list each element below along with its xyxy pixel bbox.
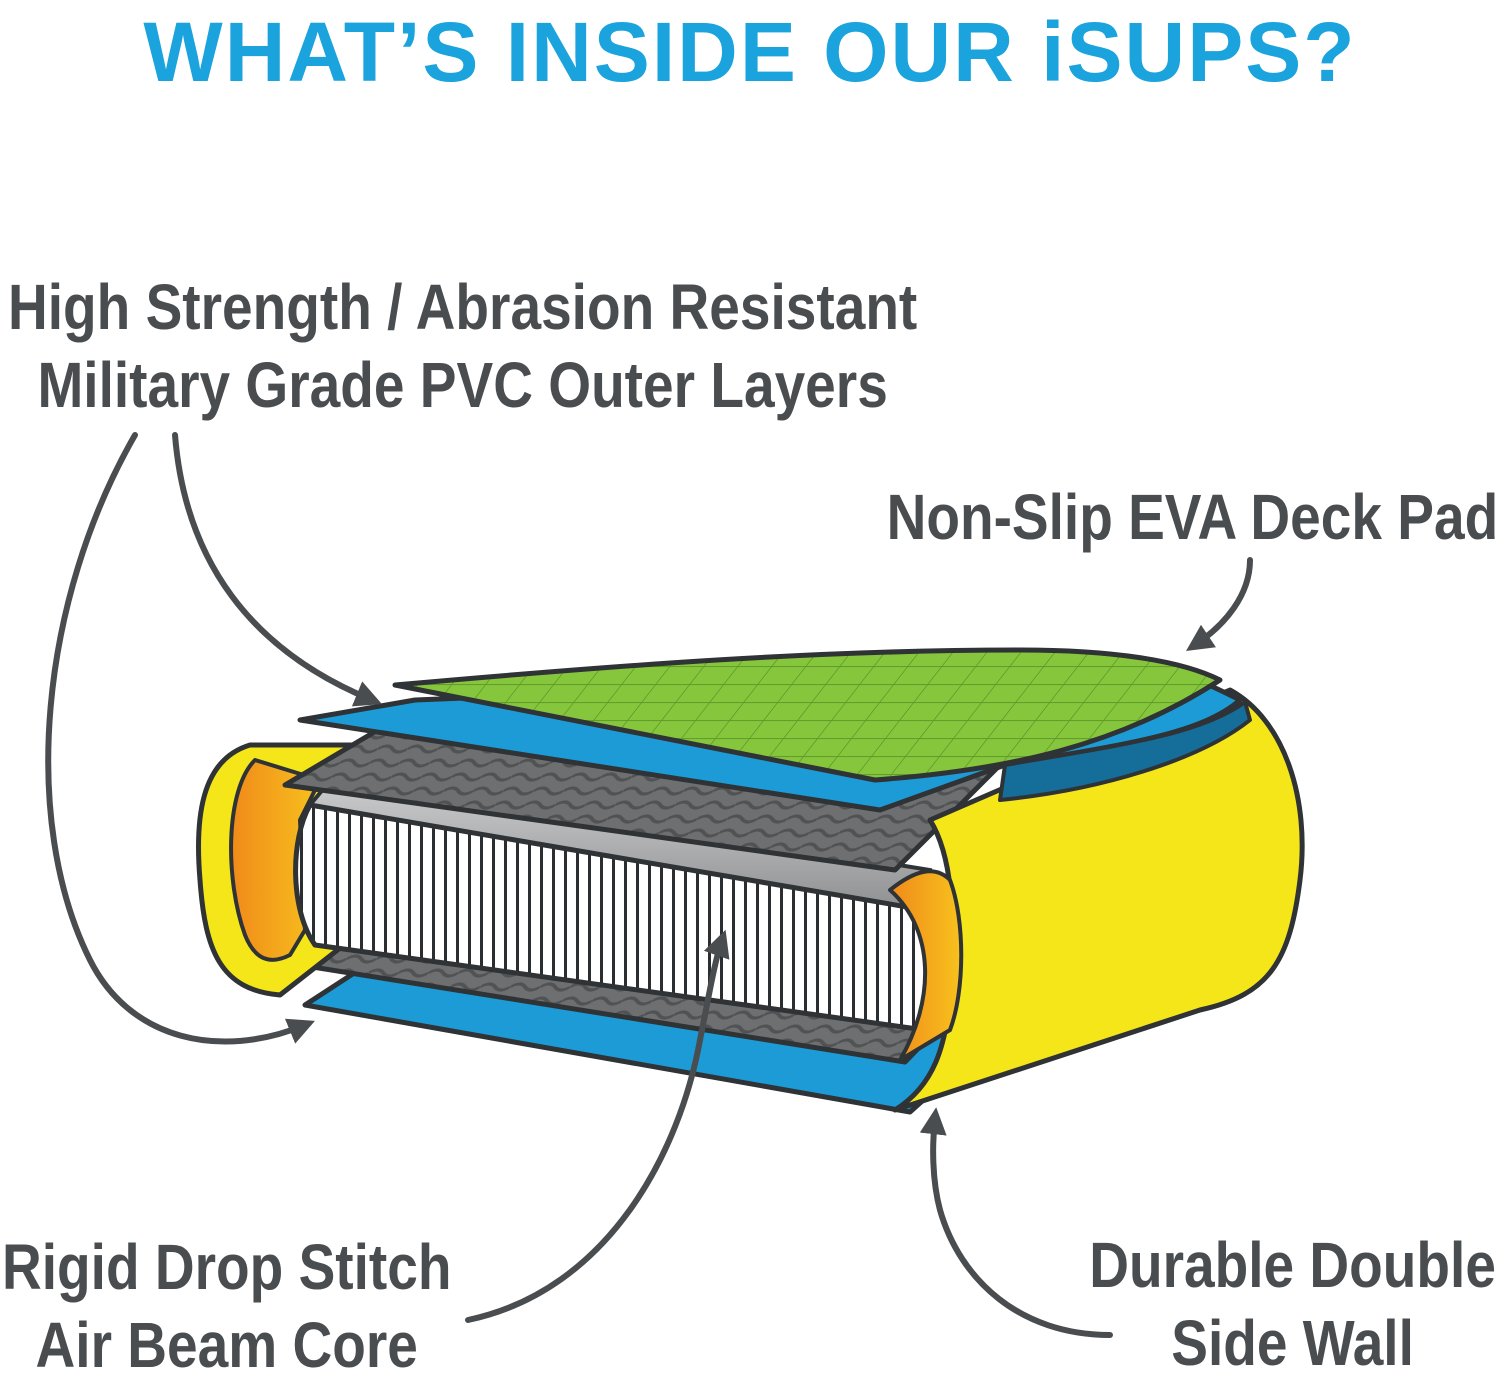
label-side-wall: Durable Double Side Wall — [1089, 1226, 1496, 1382]
label-pvc-line1: High Strength / Abrasion Resistant — [8, 271, 918, 343]
arrow-side-wall — [919, 1107, 1113, 1338]
arrow-core — [465, 929, 730, 1323]
eva-deck-pad — [392, 647, 1223, 783]
label-wall-line1: Durable Double — [1089, 1229, 1496, 1301]
label-wall-line2: Side Wall — [1171, 1307, 1414, 1379]
label-deck-line1: Non-Slip EVA Deck Pad — [886, 481, 1498, 553]
side-wall-right-inner — [888, 869, 964, 1062]
arrow-pvc-bottom — [45, 432, 315, 1045]
label-core-line1: Rigid Drop Stitch — [2, 1231, 452, 1303]
arrow-pvc-top — [172, 432, 382, 707]
label-pvc-line2: Military Grade PVC Outer Layers — [37, 349, 888, 421]
arrow-deck-pad — [1186, 557, 1253, 651]
label-deck-pad: Non-Slip EVA Deck Pad — [886, 478, 1498, 556]
label-drop-stitch-core: Rigid Drop Stitch Air Beam Core — [2, 1228, 451, 1384]
top-pvc-layer-edge — [998, 700, 1252, 802]
page-title: WHAT’S INSIDE OUR iSUPS? — [143, 5, 1357, 99]
label-pvc-outer-layers: High Strength / Abrasion Resistant Milit… — [8, 268, 917, 424]
